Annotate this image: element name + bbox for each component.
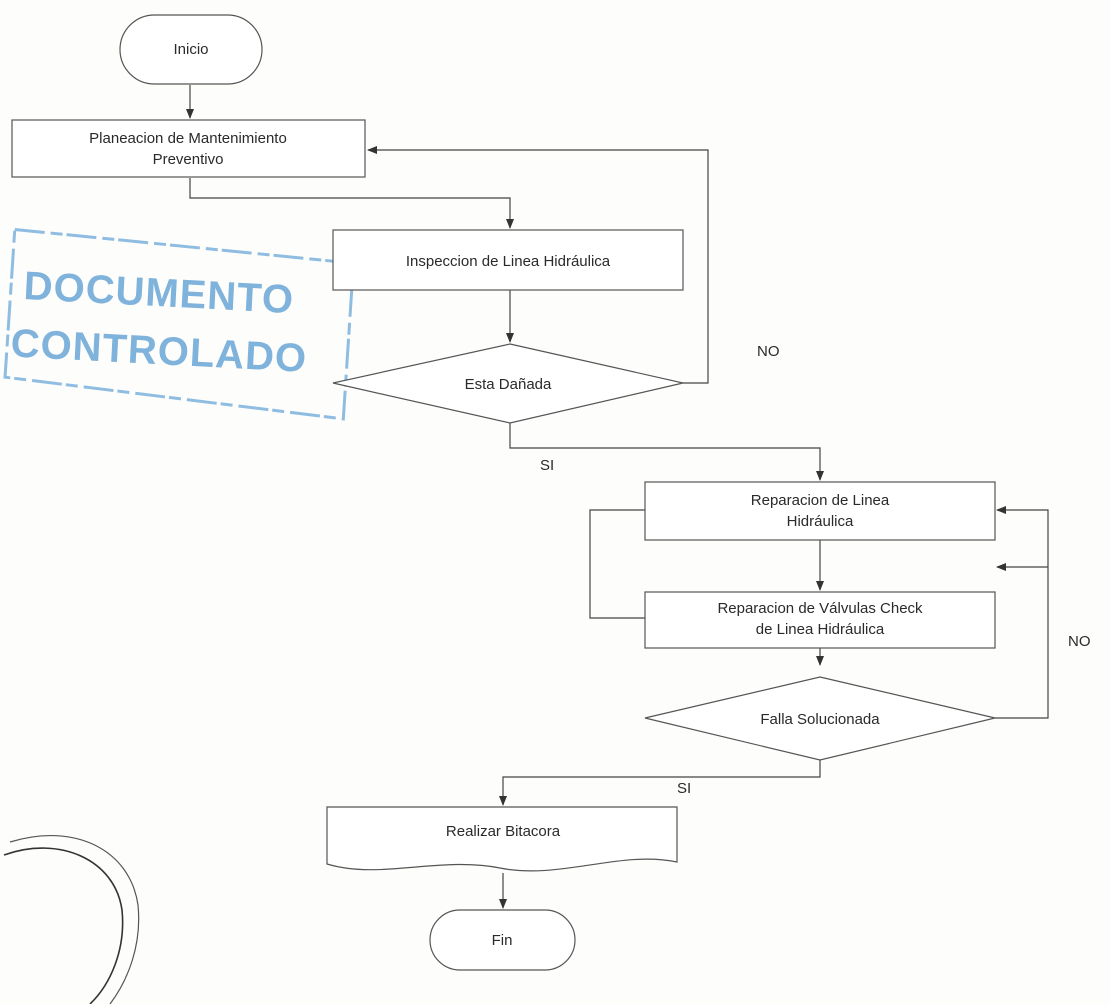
- node-inspeccion: Inspeccion de Linea Hidráulica: [332, 229, 684, 291]
- edge-si-reparacion: [509, 423, 824, 481]
- node-inicio: Inicio: [119, 14, 263, 85]
- edge-no-loop-1: [367, 146, 709, 384]
- node-falla-solucionada: Falla Solucionada: [644, 676, 996, 761]
- edge-label-si-1: SI: [540, 457, 554, 474]
- node-reparacion-linea: Reparacion de Linea Hidráulica: [644, 481, 996, 541]
- node-falla-solucionada-label: Falla Solucionada: [760, 711, 880, 728]
- edge-label-no-1: NO: [757, 343, 780, 360]
- node-esta-danada-label: Esta Dañada: [465, 376, 552, 393]
- edge-planeacion-inspeccion: [189, 178, 514, 229]
- edge-label-si-2: SI: [677, 780, 691, 797]
- node-inspeccion-label: Inspeccion de Linea Hidráulica: [406, 253, 611, 270]
- node-planeacion: Planeacion de Mantenimiento Preventivo: [11, 119, 366, 178]
- node-inicio-label: Inicio: [173, 41, 208, 58]
- node-reparacion-valvulas: Reparacion de Válvulas Check de Linea Hi…: [644, 591, 996, 649]
- node-reparacion-valvulas-label-1: Reparacion de Válvulas Check: [717, 600, 923, 617]
- controlled-document-stamp: DOCUMENTO CONTROLADO: [3, 227, 356, 421]
- stamp-line-1: DOCUMENTO: [23, 264, 295, 322]
- seal-mark: [3, 834, 140, 1004]
- stamp-line-2: CONTROLADO: [10, 321, 309, 380]
- node-realizar-bitacora-label: Realizar Bitacora: [446, 823, 561, 840]
- node-fin-label: Fin: [492, 932, 513, 949]
- edge-label-no-2: NO: [1068, 633, 1091, 650]
- node-realizar-bitacora: Realizar Bitacora: [326, 806, 678, 872]
- edge-no-loop-2: [995, 506, 1049, 719]
- node-reparacion-valvulas-label-2: de Linea Hidráulica: [756, 621, 885, 638]
- node-esta-danada: Esta Dañada: [332, 343, 684, 424]
- edge-si-bitacora: [499, 760, 821, 806]
- node-planeacion-label-2: Preventivo: [153, 151, 224, 168]
- node-fin: Fin: [429, 909, 576, 971]
- node-planeacion-label-1: Planeacion de Mantenimiento: [89, 130, 287, 147]
- node-reparacion-linea-label-1: Reparacion de Linea: [751, 492, 890, 509]
- node-reparacion-linea-label-2: Hidráulica: [787, 513, 854, 530]
